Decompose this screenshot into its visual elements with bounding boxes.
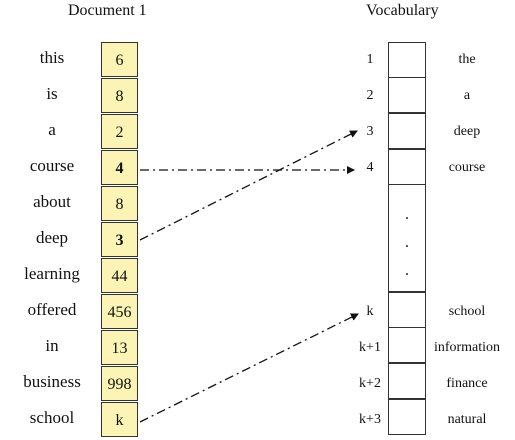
vocab-cell <box>388 327 426 363</box>
vocab-word: school <box>448 304 486 319</box>
ellipsis-dot: . <box>405 262 409 279</box>
document-title: Document 1 <box>68 2 147 19</box>
vocab-word: finance <box>446 376 488 391</box>
vocab-ellipsis-cell <box>388 184 426 292</box>
token-id-cell-highlighted: 3 <box>101 222 138 257</box>
document-word: a <box>48 120 56 139</box>
token-id-cell: 998 <box>101 366 138 401</box>
arrow-school-to-k <box>139 313 359 423</box>
document-word: learning <box>24 264 80 283</box>
document-word: offered <box>27 300 77 319</box>
token-id-cell: 2 <box>101 114 138 149</box>
token-id-cell: 13 <box>101 330 138 365</box>
vocab-word: natural <box>447 412 487 427</box>
token-id-cell: 456 <box>101 294 138 329</box>
token-id-cell: k <box>101 402 138 437</box>
document-word: is <box>46 84 58 103</box>
vocab-word: course <box>448 160 486 175</box>
document-word: business <box>23 372 81 391</box>
vocab-index: 2 <box>366 88 374 103</box>
vocab-cell <box>388 77 426 113</box>
token-id-cell: 8 <box>101 78 138 113</box>
vocab-word: a <box>463 88 471 103</box>
vocab-word: the <box>458 52 476 67</box>
document-word: course <box>29 156 75 175</box>
vocab-index: k+3 <box>359 412 381 427</box>
ellipsis-dot: . <box>405 234 409 251</box>
vocab-index: 4 <box>366 160 374 175</box>
vocab-word: deep <box>453 124 481 139</box>
vocab-index: 1 <box>366 52 374 67</box>
vocab-cell <box>388 292 426 328</box>
vocab-index: k+2 <box>359 376 381 391</box>
vocab-cell <box>388 399 426 435</box>
vocab-index: k+1 <box>359 340 381 355</box>
document-word: deep <box>35 228 69 247</box>
token-id-cell: 8 <box>101 186 138 221</box>
token-id-cell-highlighted: 4 <box>101 150 138 185</box>
vocabulary-title: Vocabulary <box>366 2 439 19</box>
token-id-cell: 44 <box>101 258 138 293</box>
document-word: school <box>29 408 75 427</box>
document-word: in <box>45 336 59 355</box>
ellipsis-dot: . <box>405 206 409 223</box>
document-word: about <box>33 192 71 211</box>
document-word: this <box>39 48 65 67</box>
vocab-cell <box>388 113 426 149</box>
vocab-index: k <box>366 304 374 319</box>
vocab-cell <box>388 363 426 399</box>
vocab-index: 3 <box>366 124 374 139</box>
token-id-cell: 6 <box>101 42 138 77</box>
arrow-deep-to-3 <box>139 130 358 241</box>
vocab-word: information <box>433 340 501 355</box>
vocab-cell <box>388 42 426 78</box>
